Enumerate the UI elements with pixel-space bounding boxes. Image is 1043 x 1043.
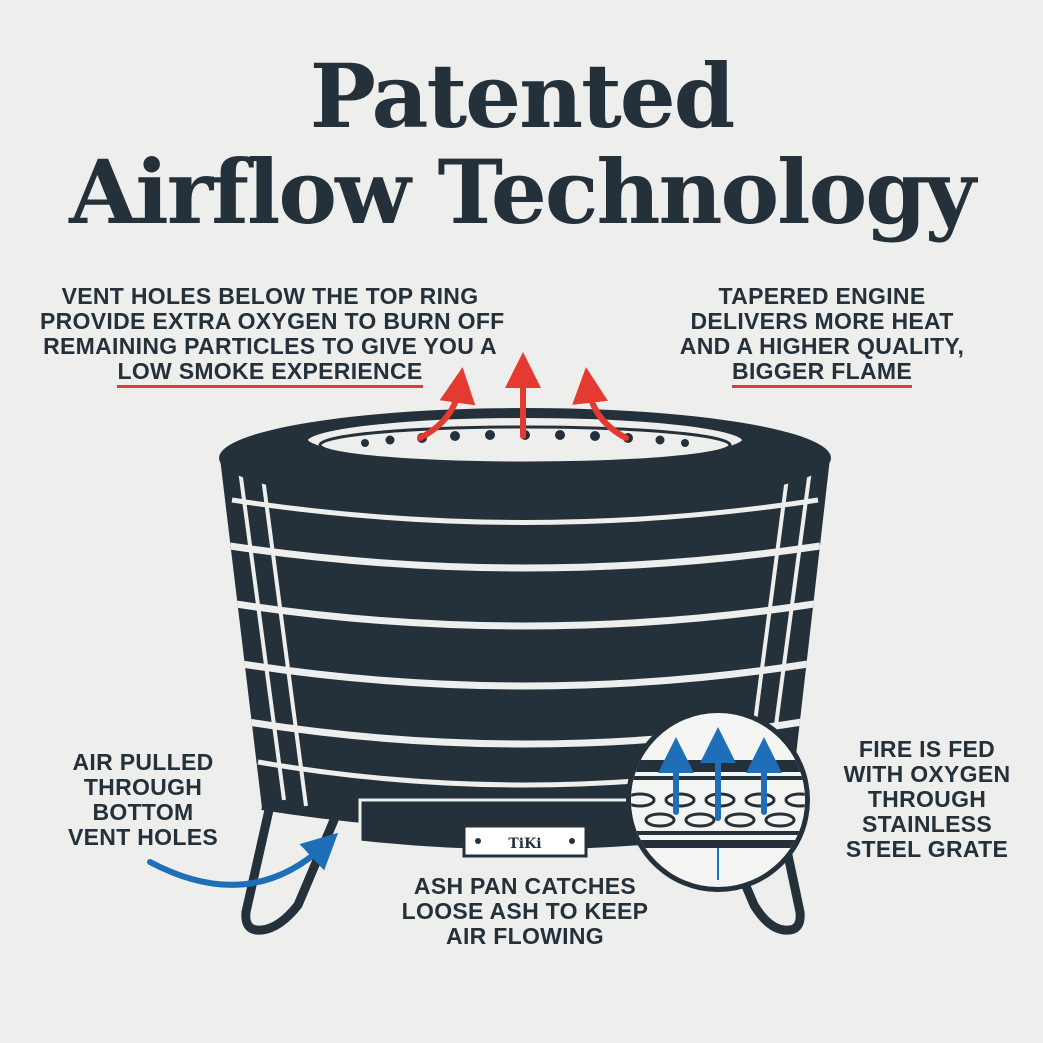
callout-line: VENT HOLES BELOW THE TOP RING	[61, 283, 479, 309]
callout-line: AIR FLOWING	[446, 923, 604, 949]
callout-fire-fed: FIRE IS FED WITH OXYGEN THROUGH STAINLES…	[832, 737, 1022, 862]
callout-ash-pan: ASH PAN CATCHES LOOSE ASH TO KEEP AIR FL…	[390, 874, 660, 949]
logo-text: TiKi	[508, 836, 541, 852]
title-line-2: Airflow Technology	[69, 140, 976, 244]
pit-legs	[241, 765, 805, 935]
callout-line: DELIVERS MORE HEAT	[690, 308, 954, 334]
logo-plate: TiKi	[462, 824, 588, 858]
blue-curved-arrow-icon	[147, 832, 339, 888]
callout-highlight: LOW SMOKE EXPERIENCE	[117, 359, 423, 388]
callout-line: THROUGH	[83, 774, 203, 800]
callout-line: AND A HIGHER QUALITY,	[679, 333, 965, 359]
grate-detail-circle	[626, 708, 810, 892]
callout-air-pulled: AIR PULLED THROUGH BOTTOM VENT HOLES	[58, 750, 228, 850]
callout-line: STEEL GRATE	[845, 836, 1009, 862]
red-up-arrow-icon	[572, 367, 629, 441]
callout-line: THROUGH	[867, 786, 987, 812]
callout-line: BOTTOM	[92, 799, 194, 825]
callout-tapered-engine: TAPERED ENGINE DELIVERS MORE HEAT AND A …	[672, 284, 972, 388]
callout-vent-holes: VENT HOLES BELOW THE TOP RING PROVIDE EX…	[40, 283, 505, 388]
red-up-arrows	[417, 352, 629, 441]
callout-line: ASH PAN CATCHES	[413, 873, 637, 899]
title-line-1: Patented	[309, 44, 736, 148]
callout-line: REMAINING PARTICLES TO GIVE YOU A	[43, 333, 497, 359]
callout-line: PROVIDE EXTRA OXYGEN TO BURN OFF	[40, 308, 505, 334]
callout-line: STAINLESS	[861, 811, 993, 837]
callout-highlight: BIGGER FLAME	[732, 359, 912, 388]
callout-line: WITH OXYGEN	[843, 761, 1011, 787]
callout-line: LOOSE ASH TO KEEP	[401, 898, 649, 924]
callout-line: VENT HOLES	[68, 824, 218, 850]
callout-line: FIRE IS FED	[858, 736, 996, 762]
callout-line: AIR PULLED	[72, 749, 214, 775]
red-up-arrow-icon	[417, 367, 476, 441]
callout-line: TAPERED ENGINE	[718, 283, 926, 309]
